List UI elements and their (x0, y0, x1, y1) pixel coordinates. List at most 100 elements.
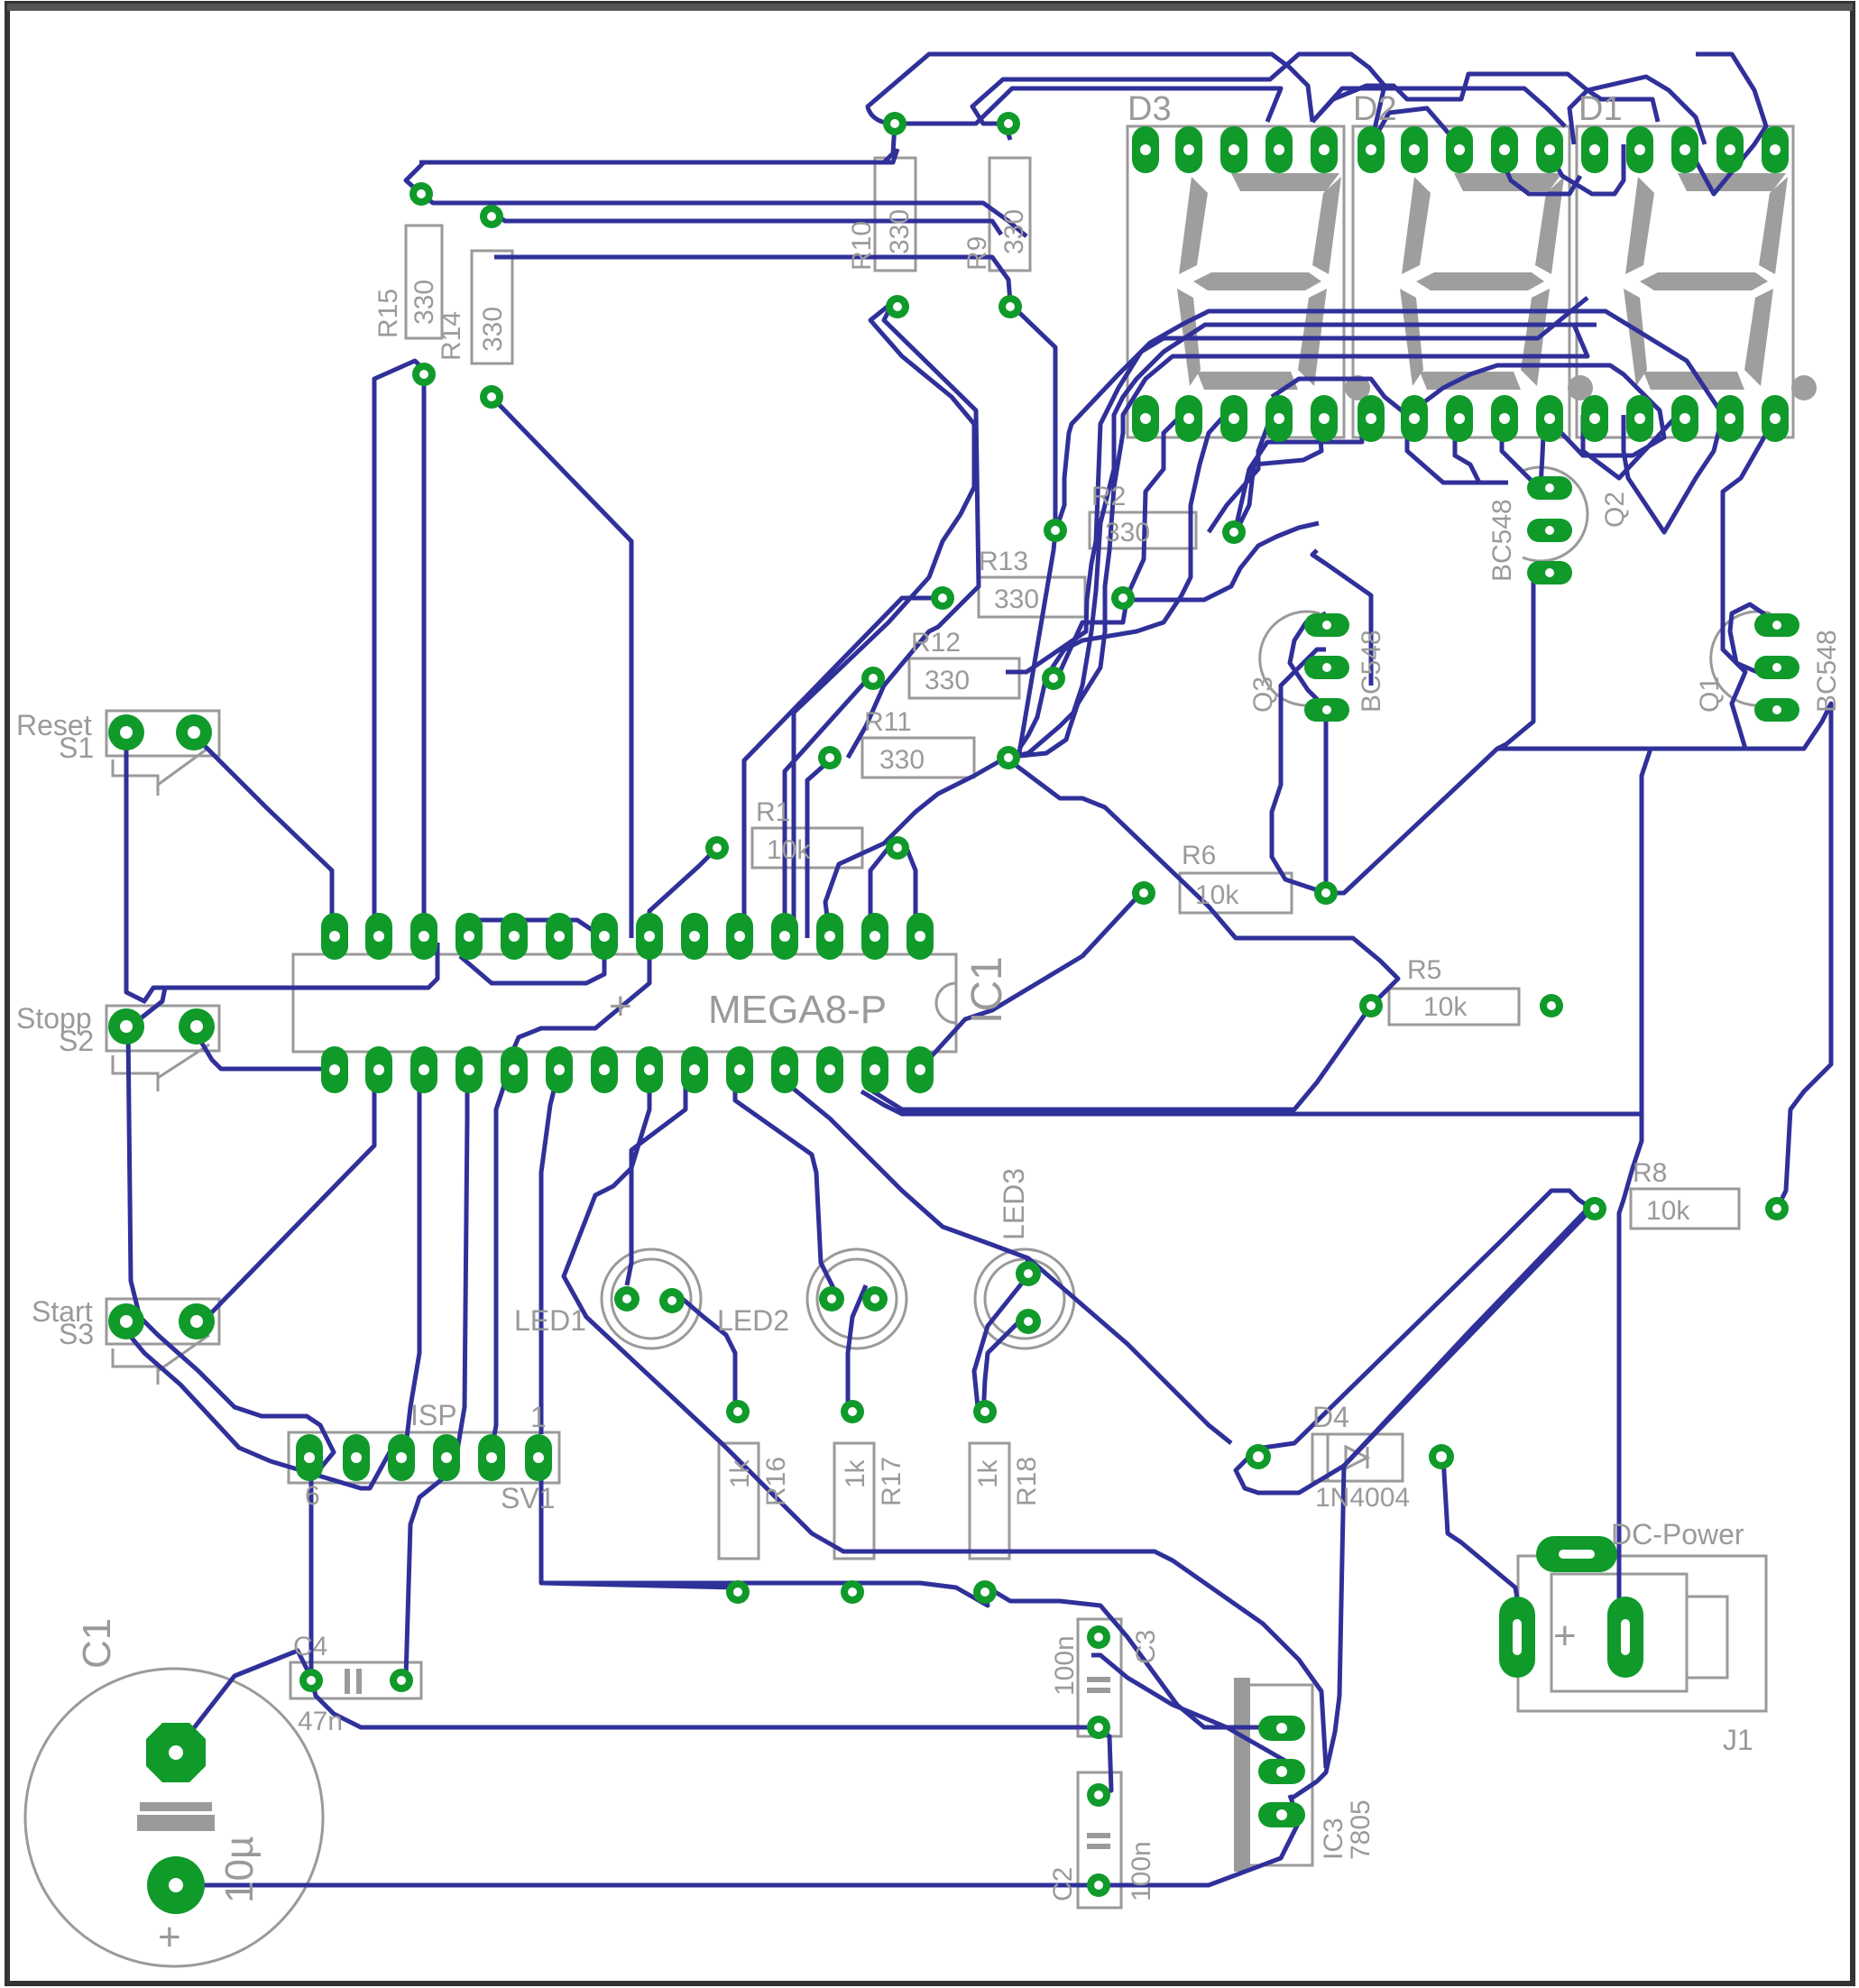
ic1-top-pads (321, 913, 934, 960)
trace-68 (490, 395, 634, 938)
trace-77 (791, 300, 977, 938)
r2-value: 330 (1105, 518, 1150, 548)
trace-09 (1541, 143, 1626, 197)
r6-body (1178, 871, 1293, 915)
trace-07 (1684, 51, 1769, 197)
trace-34 (1326, 577, 1536, 896)
d1-digit (1624, 173, 1817, 400)
r9-body (988, 156, 1032, 272)
trace-78 (741, 595, 943, 938)
q2-type-label: BC548 (1487, 499, 1517, 582)
trace-47 (778, 1076, 1233, 1445)
trace-02 (895, 86, 1284, 126)
ic1-type-label: MEGA8-P (708, 988, 887, 1032)
isp-pin1-label: 1 (530, 1401, 547, 1433)
r13-value: 330 (994, 584, 1039, 614)
d2-top-pads (1357, 126, 1563, 173)
ic1-body (291, 953, 958, 1054)
q2-label: Q2 (1600, 492, 1630, 528)
start-label: Start (32, 1295, 93, 1328)
s1-label: S1 (59, 732, 94, 764)
s3-label: S3 (59, 1318, 94, 1350)
trace-33 (1269, 647, 1327, 896)
r17-body (833, 1441, 876, 1560)
d1-bottom-pads (1581, 395, 1789, 442)
trace-85 (502, 938, 652, 1070)
c1-plus-mark: + (158, 1915, 181, 1959)
s3-lever (111, 1348, 160, 1385)
r14-body (470, 249, 514, 365)
trace-19 (1621, 414, 1726, 535)
r14-label: R14 (437, 311, 466, 361)
led1-ring (600, 1247, 703, 1350)
c4-value: 47n (298, 1707, 343, 1736)
trace-46 (561, 1075, 1329, 1769)
r10-value: 330 (885, 209, 915, 254)
q3-type-label: BC548 (1357, 630, 1386, 713)
c4-label: C4 (293, 1632, 327, 1661)
r1-label: R1 (756, 797, 790, 827)
trace-70 (419, 192, 1028, 238)
c2-label: C2 (1048, 1867, 1078, 1901)
d1-label: D1 (1578, 90, 1623, 128)
d3-label: D3 (1127, 90, 1172, 128)
ic1-label: IC1 (963, 956, 1011, 1024)
trace-61 (196, 1035, 332, 1072)
r11-label: R11 (864, 707, 912, 737)
c1-value: 10µ (217, 1836, 262, 1903)
j1-label: J1 (1723, 1724, 1753, 1756)
q3-body (1258, 610, 1321, 707)
trace-88 (863, 1004, 1374, 1112)
s3-body (105, 1297, 221, 1346)
ic1-bottom-pads (321, 1046, 934, 1093)
r6-label: R6 (1182, 841, 1216, 870)
s2-body (105, 1004, 221, 1053)
c2-body (1076, 1771, 1123, 1910)
r9-value: 330 (999, 209, 1029, 254)
r11-body (860, 736, 976, 779)
trace-59 (401, 1069, 422, 1462)
s3-contact (157, 1333, 210, 1373)
trace-25 (1002, 324, 1590, 760)
trace-17 (1405, 363, 1667, 458)
drill-holes (120, 119, 1781, 1892)
r12-value: 330 (925, 666, 970, 695)
r12-label: R12 (911, 628, 961, 658)
led1-ring-inner (610, 1257, 693, 1340)
c1-label: C1 (75, 1618, 119, 1669)
d4-body (1311, 1432, 1404, 1483)
dc-power-label: DC-Power (1611, 1518, 1744, 1551)
q1-label: Q1 (1695, 676, 1725, 713)
q2-body (1522, 465, 1589, 563)
trace-38 (1233, 1188, 1594, 1496)
trace-28 (1206, 414, 1275, 534)
ic1-notch (934, 981, 957, 1025)
r12-body (907, 657, 1021, 700)
j1-plus-mark: + (1553, 1614, 1577, 1658)
r8-label: R8 (1633, 1158, 1667, 1188)
led3-label: LED3 (998, 1168, 1030, 1240)
r11-value: 330 (879, 745, 925, 775)
r16-value: 1k (725, 1459, 755, 1488)
trace-35 (1497, 701, 1834, 1210)
d2-label: D2 (1353, 90, 1397, 128)
d3-digit (1177, 173, 1370, 400)
r18-value: 1k (973, 1459, 1003, 1488)
stopp-label: Stopp (16, 1002, 92, 1035)
trace-41 (986, 1585, 1290, 1730)
isp-pin6-label: 6 (305, 1481, 320, 1511)
trace-80 (805, 759, 832, 938)
s2-lever (111, 1055, 160, 1091)
r15-value: 330 (410, 280, 439, 325)
r17-label: R17 (877, 1457, 906, 1506)
isp-label: ISP (410, 1399, 457, 1431)
trace-49 (732, 1073, 837, 1292)
trace-30 (1123, 520, 1320, 603)
d4-type-label: 1N4004 (1315, 1483, 1410, 1513)
c4-body (289, 1661, 423, 1700)
q3-label: Q3 (1248, 676, 1278, 713)
trace-79 (782, 679, 868, 938)
led2-ring-inner (815, 1257, 898, 1340)
trace-52 (845, 1284, 869, 1416)
sv1-pads (296, 1434, 552, 1481)
